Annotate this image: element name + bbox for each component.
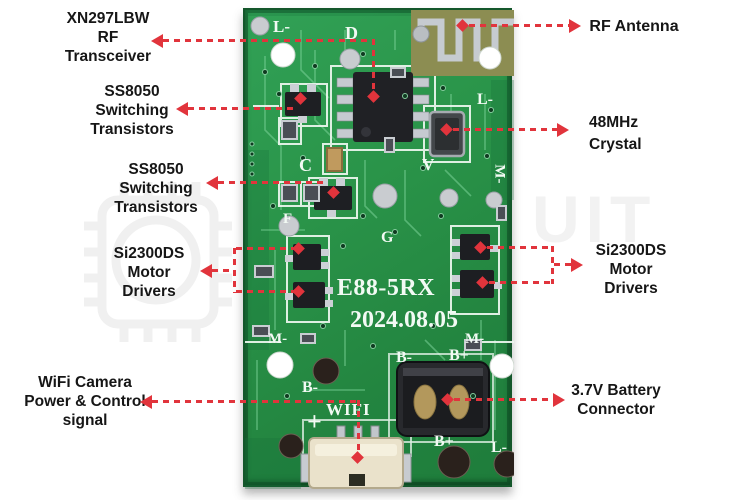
xn297-chip [336, 72, 430, 142]
annotation-line-si2300r-top [487, 246, 552, 249]
arrow-right-icon [569, 19, 581, 33]
mounting-holes [266, 42, 514, 479]
label-line: WiFi Camera [38, 374, 132, 391]
battery-connector [396, 361, 490, 437]
label-rf-antenna: RF Antenna [588, 17, 680, 36]
annotation-line-xn297-v [372, 39, 375, 96]
arrow-left-icon [176, 102, 188, 116]
silk-b-plus: B+ [449, 347, 469, 364]
annotation-line-ss8050-top [188, 107, 296, 110]
label-line: Motor [609, 261, 653, 278]
annotation-line-battery [454, 398, 553, 401]
silk-b-minus-mid: B- [302, 379, 318, 396]
label-line: RF Antenna [589, 18, 679, 35]
ss8050-transistor-1 [285, 84, 321, 123]
arrow-right-icon [557, 123, 569, 137]
wifi-jst-connector [300, 425, 412, 489]
silk-m-left: M- [268, 331, 288, 347]
annotation-line-si2300l-bot [236, 290, 295, 293]
label-line: Transistors [90, 121, 174, 138]
silk-l-bottom: L- [491, 439, 507, 456]
label-line: SS8050 [104, 83, 160, 100]
label-line: Drivers [122, 283, 176, 300]
label-ss8050-mid: SS8050 Switching Transistors [86, 160, 226, 217]
silk-plus: + [307, 407, 322, 436]
arrow-right-icon [553, 393, 565, 407]
label-battery-connector: 3.7V Battery Connector [546, 381, 686, 419]
annotation-line-xn297 [163, 39, 373, 42]
arrow-right-icon [571, 258, 583, 272]
label-xn297-transceiver: XN297LBW RF Transceiver [38, 9, 178, 66]
silk-g: G [381, 229, 394, 246]
annotation-line-si2300r-stem [554, 263, 571, 266]
label-si2300-right: Si2300DS Motor Drivers [561, 241, 701, 298]
silk-b-plus-bottom: B+ [434, 433, 454, 450]
silk-c: C [299, 155, 312, 175]
label-line: Transistors [114, 199, 198, 216]
label-line: Switching [119, 180, 193, 197]
si2300-drivers-left [285, 244, 333, 308]
label-line: Connector [577, 401, 655, 418]
silk-m-right: M- [465, 331, 485, 347]
annotation-line-antenna [469, 24, 569, 27]
silk-v: V [422, 155, 435, 174]
annotation-line-si2300l-top [236, 247, 295, 250]
annotation-line-si2300r-v [551, 246, 554, 284]
label-ss8050-top: SS8050 Switching Transistors [62, 82, 202, 139]
annotation-line-si2300l-stem [212, 269, 234, 272]
annotation-line-crystal [453, 128, 557, 131]
silk-date: 2024.08.05 [350, 307, 458, 333]
label-line: Power & Control [24, 393, 146, 410]
silk-l-top: L- [273, 17, 290, 36]
label-line: Si2300DS [113, 245, 185, 262]
silk-model: E88-5RX [336, 275, 436, 301]
annotation-line-si2300r-bot [489, 281, 552, 284]
silk-m-side: M- [491, 164, 508, 184]
annotation-line-si2300l-v [233, 248, 236, 293]
arrow-left-icon [151, 34, 163, 48]
label-line: SS8050 [128, 161, 184, 178]
label-line: signal [62, 412, 108, 429]
label-line: Motor [127, 264, 171, 281]
passive-components [252, 67, 507, 351]
silk-l-right: L- [477, 91, 493, 108]
arrow-left-icon [140, 395, 152, 409]
annotation-line-wifi-v [357, 400, 360, 456]
label-line: 3.7V Battery [571, 382, 661, 399]
label-line: Crystal [589, 136, 642, 153]
solder-pads [250, 16, 503, 237]
label-line: Transceiver [64, 48, 152, 65]
silk-wifi: WIFI [326, 400, 371, 419]
silk-b-minus: B- [396, 349, 412, 366]
silk-f: F [283, 211, 293, 227]
annotation-line-ss8050-mid [218, 181, 328, 184]
label-line: RF [97, 29, 119, 46]
label-si2300-left: Si2300DS Motor Drivers [79, 244, 219, 301]
vias [249, 51, 494, 399]
label-line: Si2300DS [595, 242, 667, 259]
label-line: 48MHz [589, 114, 639, 131]
label-line: XN297LBW [66, 10, 150, 27]
label-line: Switching [95, 102, 169, 119]
silk-d: D [345, 23, 358, 43]
label-wifi-camera: WiFi Camera Power & Control signal [10, 373, 160, 430]
annotation-line-wifi [152, 400, 360, 403]
label-crystal: 48MHz Crystal [589, 112, 669, 156]
label-line: Drivers [604, 280, 658, 297]
arrow-left-icon [200, 264, 212, 278]
arrow-left-icon [206, 176, 218, 190]
